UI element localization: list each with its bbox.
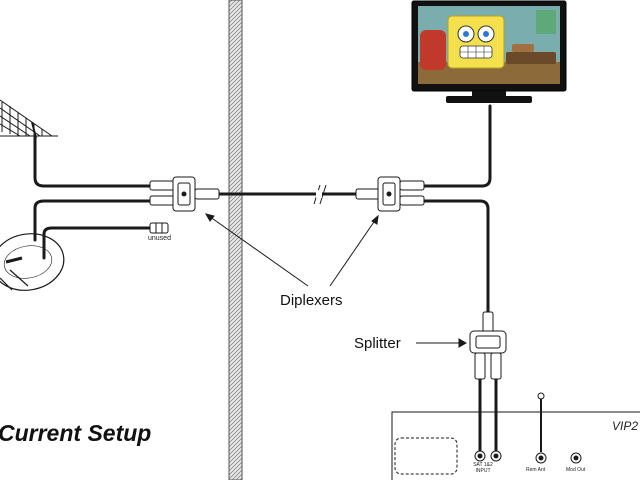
receiver-icon [391, 392, 640, 480]
wall [228, 0, 243, 480]
television-icon [411, 0, 567, 103]
satellite-dish-icon [0, 233, 65, 291]
diplexers-label: Diplexers [280, 292, 343, 309]
diplexer-pointer-arrows [204, 213, 379, 287]
sat-input-label-line2: INPUT [475, 468, 491, 474]
sat-input-label-line1: SAT 1&2 [473, 462, 493, 468]
splitter-label: Splitter [354, 335, 401, 352]
diplexer-icon [149, 176, 220, 212]
splitter-pointer-arrow [416, 338, 468, 348]
mod-out-label: Mod Out [566, 467, 586, 473]
splitter-icon [469, 311, 507, 380]
unused-connector-icon [149, 222, 169, 234]
diplexer-icon [355, 176, 425, 212]
unused-label: unused [148, 235, 171, 242]
sat-input-label: SAT 1&2 INPUT [472, 462, 494, 474]
rem-ant-label: Rem Ant [526, 467, 546, 473]
receiver-model-label: VIP2 [612, 419, 639, 433]
antenna-icon [0, 99, 58, 139]
cable-break-mark [313, 184, 327, 205]
diagram-title: Current Setup [0, 420, 152, 446]
coax-cables [33, 104, 498, 454]
